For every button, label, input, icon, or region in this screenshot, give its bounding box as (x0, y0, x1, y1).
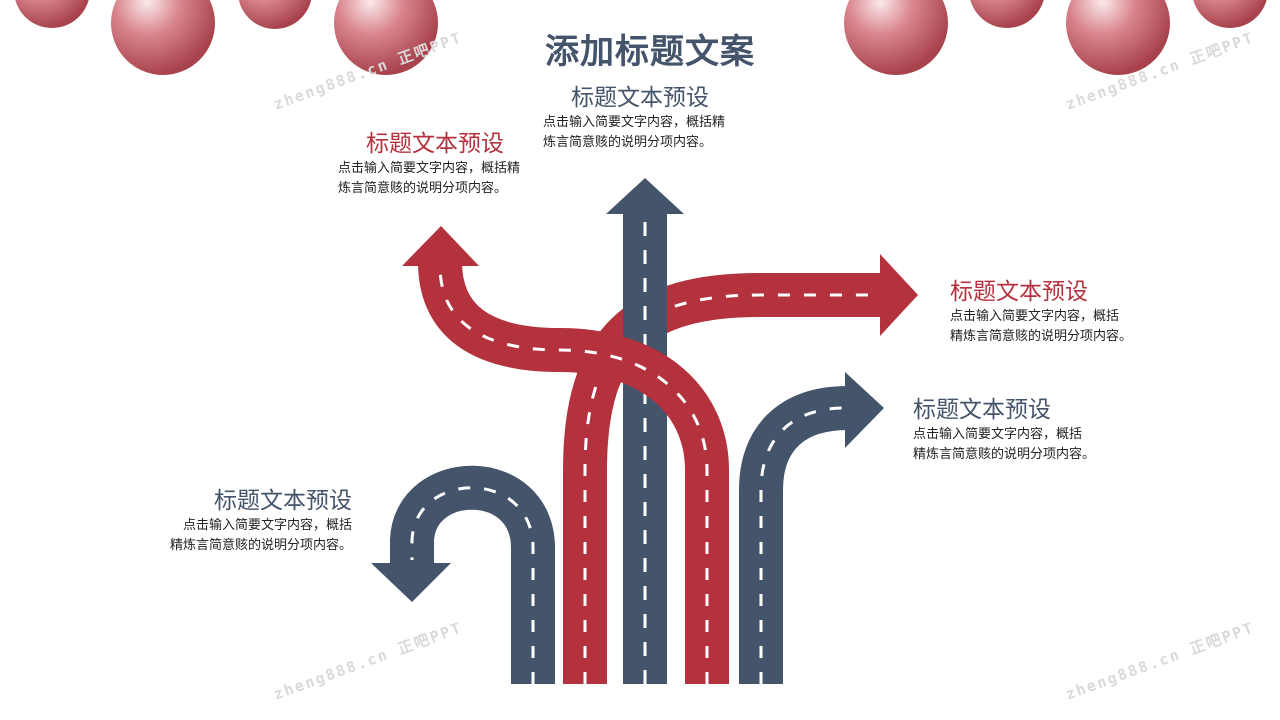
ball (1066, 0, 1170, 75)
ball (334, 0, 438, 75)
arrowhead-red-upleft (402, 226, 479, 266)
block-heading: 标题文本预设 (214, 488, 352, 514)
block-body-line: 点击输入简要文字内容，概括 (913, 427, 1083, 442)
block-body-line: 点击输入简要文字内容，概括精 (543, 115, 726, 130)
text-block-top: 标题文本预设 点击输入简要文字内容，概括精 炼言简意赅的说明分项内容。 (543, 83, 725, 153)
ball (1193, 0, 1267, 28)
block-body-line: 精炼言简意赅的说明分项内容。 (169, 538, 352, 553)
block-heading: 标题文本预设 (950, 279, 1088, 305)
arrowhead-navy-down (371, 563, 451, 602)
ball (844, 0, 948, 75)
text-block-lower-right: 标题文本预设 点击输入简要文字内容，概括 精炼言简意赅的说明分项内容。 (913, 395, 1095, 465)
block-heading: 标题文本预设 (913, 397, 1051, 423)
block-body-line: 点击输入简要文字内容，概括 (182, 518, 352, 533)
arrowhead-red-right (880, 254, 918, 336)
arrowhead-navy-up (606, 178, 684, 214)
road-navy-left (390, 465, 555, 684)
block-body-line: 炼言简意赅的说明分项内容。 (543, 135, 713, 150)
ball (15, 0, 89, 28)
block-heading: 标题文本预设 (571, 85, 709, 111)
block-body-line: 精炼言简意赅的说明分项内容。 (913, 447, 1096, 462)
ball (111, 0, 215, 75)
arrowhead-navy-right (845, 372, 884, 448)
page-title: 添加标题文案 (545, 32, 755, 72)
text-block-lower-left: 标题文本预设 点击输入简要文字内容，概括 精炼言简意赅的说明分项内容。 (120, 486, 352, 556)
ball (238, 0, 312, 29)
road-navy-right (739, 386, 849, 684)
block-heading: 标题文本预设 (366, 131, 504, 157)
block-body-line: 炼言简意赅的说明分项内容。 (338, 181, 508, 196)
block-body-line: 精炼言简意赅的说明分项内容。 (950, 329, 1133, 344)
block-body-line: 点击输入简要文字内容，概括精 (338, 161, 521, 176)
text-block-right: 标题文本预设 点击输入简要文字内容，概括 精炼言简意赅的说明分项内容。 (950, 277, 1132, 347)
block-body-line: 点击输入简要文字内容，概括 (950, 309, 1120, 324)
text-block-upper-left: 标题文本预设 点击输入简要文字内容，概括精 炼言简意赅的说明分项内容。 (338, 129, 520, 199)
ball (970, 0, 1044, 28)
